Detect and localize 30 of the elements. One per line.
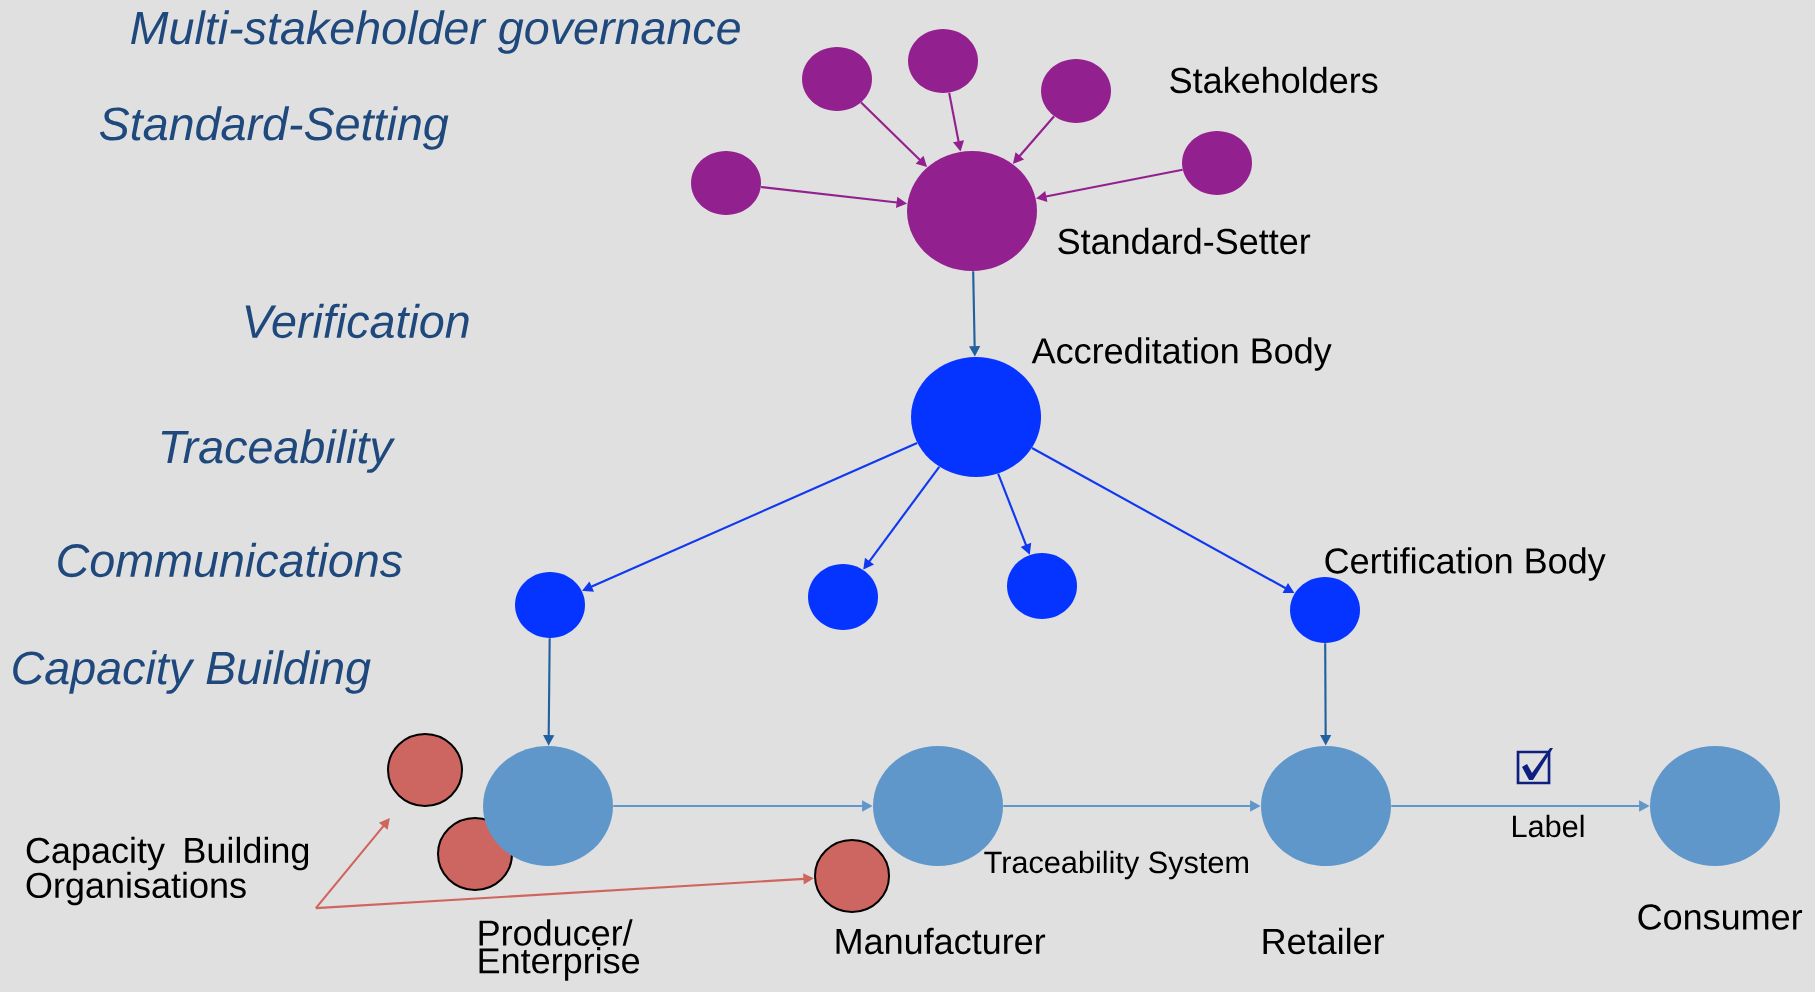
heading: Multi-stakeholder governance	[131, 10, 740, 54]
circle	[802, 47, 872, 111]
heading: Communications	[58, 542, 403, 578]
circle	[387, 733, 463, 807]
circle	[1041, 59, 1111, 123]
text-label: Capacity Building Organisations	[26, 836, 309, 906]
edge-label: Label	[1509, 813, 1587, 839]
node-caption: Standard-Setter	[1058, 227, 1311, 255]
circle	[814, 839, 890, 913]
circle	[808, 564, 878, 630]
text-label: Stakeholders	[1170, 66, 1378, 94]
heading: Verification	[245, 303, 469, 339]
circle	[908, 29, 978, 93]
node-caption: Retailer	[1263, 927, 1385, 955]
node-caption: Consumer	[1638, 904, 1803, 930]
text-label: Manufacturer	[836, 927, 1046, 955]
circle	[483, 746, 613, 866]
heading: Capacity Building	[13, 650, 371, 694]
edge-label: Traceability System	[982, 849, 1252, 881]
circle	[515, 572, 585, 638]
text-label: Producer/ Enterprise	[479, 919, 640, 981]
circle	[437, 817, 513, 891]
circle	[691, 151, 761, 215]
circle	[1007, 553, 1077, 619]
heading: Standard-Setting	[99, 106, 449, 150]
node-caption: Accreditation Body	[1031, 337, 1332, 371]
circle	[1182, 131, 1252, 195]
heading: Traceability	[161, 429, 396, 473]
node-caption: Certification Body	[1325, 547, 1606, 581]
arrow	[315, 818, 390, 909]
